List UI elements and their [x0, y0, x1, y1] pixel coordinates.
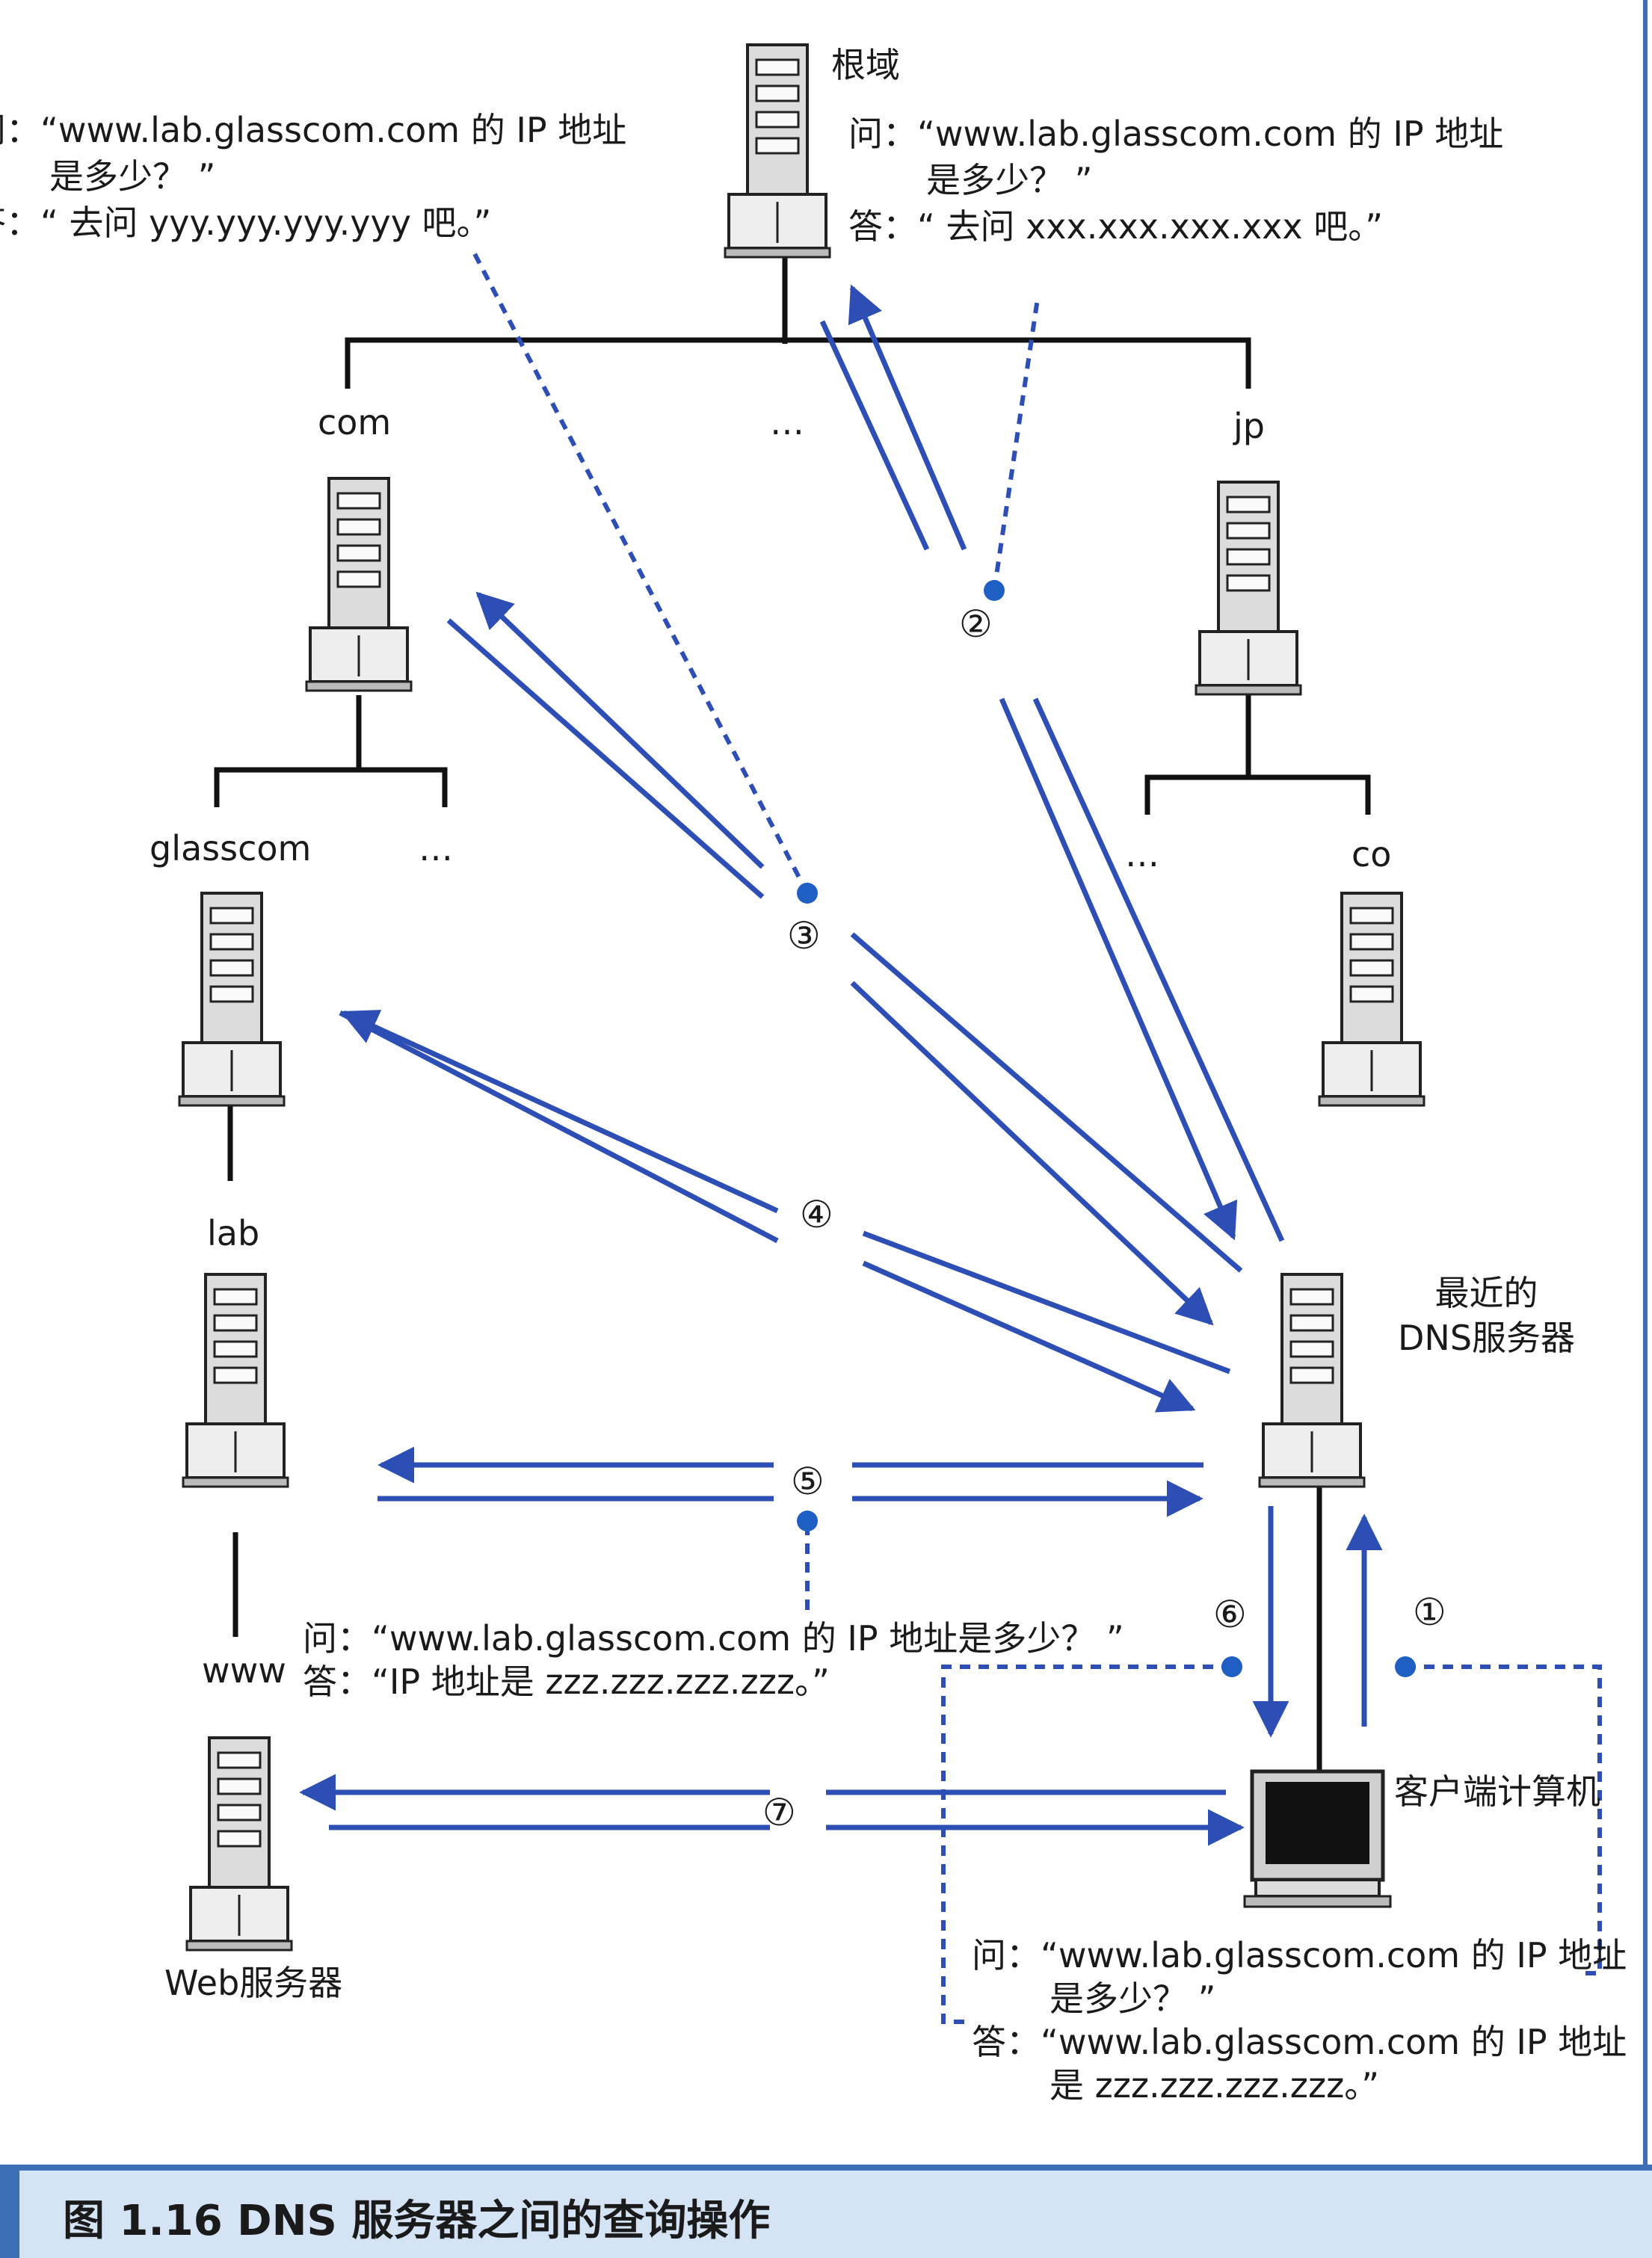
glasscom-domain-label: glasscom — [150, 828, 312, 869]
caption-bar — [0, 2165, 1652, 2258]
com-child-ellipsis: … — [419, 828, 453, 869]
step-2-label: ② — [959, 602, 993, 646]
dotted-connectors — [469, 245, 1602, 2024]
step-6-label: ⑥ — [1213, 1593, 1247, 1636]
query-arrows — [299, 284, 1383, 1846]
server-icon — [305, 477, 413, 692]
co-domain-label: co — [1352, 834, 1392, 874]
com-domain-label: com — [318, 402, 392, 442]
client-query-dialog: 问：“www.lab.glasscom.com 的 IP 地址 是多少？ ” 答… — [972, 1935, 1627, 2106]
right-border — [1643, 0, 1648, 2165]
nearest-dns-label: 最近的 DNS服务器 — [1398, 1273, 1576, 1358]
step-5-label: ⑤ — [791, 1460, 825, 1503]
connector-dots — [797, 580, 1416, 1677]
server-icon — [185, 1736, 293, 1952]
tree-lines — [214, 247, 1371, 1779]
server-icon — [1318, 892, 1426, 1107]
web-server-label: Web服务器 — [164, 1963, 343, 2003]
root-child-ellipsis: … — [770, 402, 804, 442]
com-query-dialog: 问：“www.lab.glasscom.com 的 IP 地址 是多少？ ” 答… — [0, 110, 627, 243]
caption-accent — [0, 2165, 19, 2258]
figure-caption: 图 1.16 DNS 服务器之间的查询操作 — [63, 2197, 771, 2245]
step-3-label: ③ — [787, 914, 821, 957]
server-icon — [182, 1273, 289, 1488]
www-host-label: www — [202, 1650, 286, 1691]
lab-domain-label: lab — [207, 1213, 260, 1253]
lab-query-dialog: 问：“www.lab.glasscom.com 的 IP 地址是多少？ ” 答：… — [303, 1618, 1124, 1702]
root-domain-label: 根域 — [831, 45, 900, 85]
server-icon — [1258, 1273, 1366, 1488]
root-query-dialog: 问：“www.lab.glasscom.com 的 IP 地址 是多少？ ” 答… — [848, 114, 1504, 247]
client-computer-label: 客户端计算机 — [1394, 1771, 1600, 1812]
jp-domain-label: jp — [1233, 406, 1265, 446]
step-1-label: ① — [1413, 1591, 1446, 1634]
server-icon — [178, 892, 286, 1107]
server-icon — [724, 43, 831, 259]
step-7-label: ⑦ — [762, 1791, 796, 1834]
server-icon — [1195, 481, 1302, 696]
jp-child-ellipsis: … — [1125, 834, 1159, 874]
step-4-label: ④ — [800, 1193, 833, 1236]
computer-icon — [1243, 1769, 1392, 1908]
